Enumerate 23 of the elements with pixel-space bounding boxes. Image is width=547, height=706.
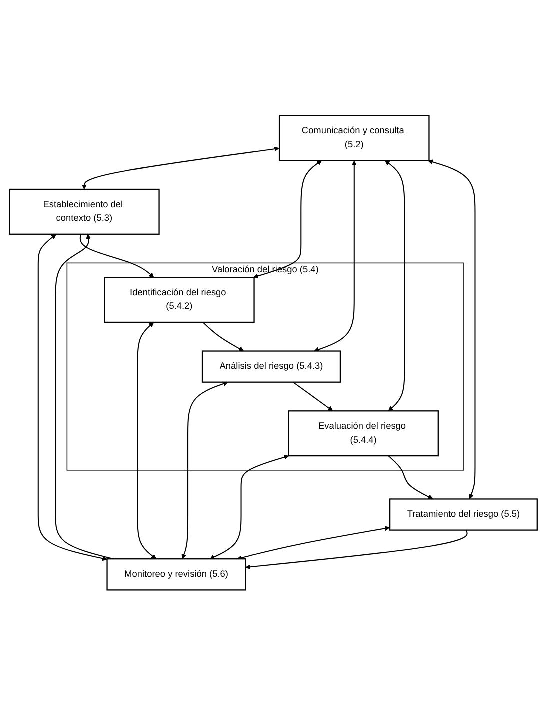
arrow (55, 234, 114, 560)
arrow (182, 382, 228, 560)
arrow (253, 160, 322, 279)
arrow (314, 160, 357, 352)
arrow (246, 530, 468, 570)
node-box: Evaluación del riesgo (5.4.4) (288, 410, 439, 457)
arrow (80, 234, 154, 278)
arrow (428, 160, 476, 500)
arrow (202, 322, 244, 352)
arrow (385, 160, 406, 412)
node-box: Establecimiento del contexto (5.3) (9, 188, 160, 235)
node-box: Análisis del riesgo (5.4.3) (202, 350, 342, 383)
arrow (388, 456, 434, 500)
arrow (38, 234, 108, 562)
arrow (137, 322, 157, 560)
node-box: Monitoreo y revisión (5.6) (106, 558, 246, 591)
node-box: Identificación del riesgo (5.4.2) (104, 277, 255, 324)
arrow (82, 146, 280, 190)
arrow (292, 382, 334, 412)
node-box: Tratamiento del riesgo (5.5) (389, 498, 538, 531)
node-box: Comunicación y consulta (5.2) (278, 115, 430, 162)
arrow (210, 455, 290, 560)
arrow (237, 526, 390, 560)
